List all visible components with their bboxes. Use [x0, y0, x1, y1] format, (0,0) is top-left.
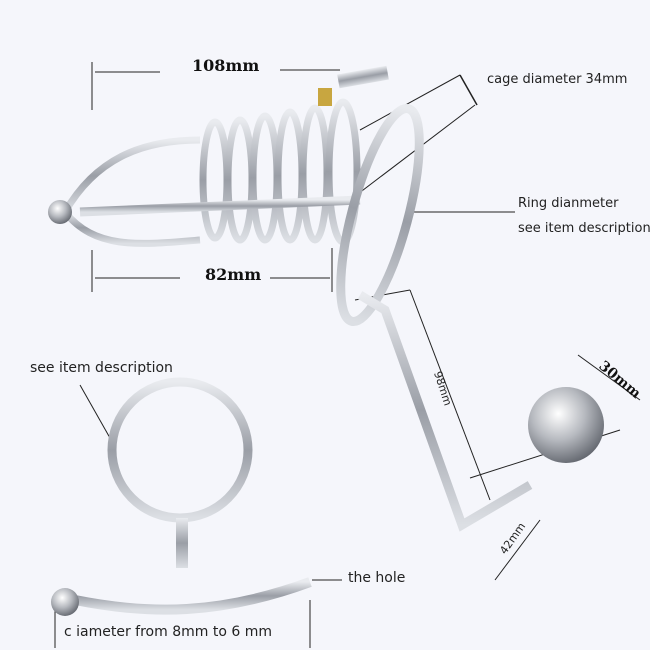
- tube-diameter-label: c iameter from 8mm to 6 mm: [64, 624, 272, 640]
- lock-icon: [318, 88, 332, 106]
- cage-end-ball: [48, 200, 72, 224]
- ring-diameter-note: see item description: [518, 221, 650, 236]
- urethral-tube: [74, 577, 312, 615]
- ring-stud: [176, 518, 188, 568]
- cage-diameter-label: cage diameter 34mm: [487, 72, 628, 87]
- hole-label: the hole: [348, 570, 406, 586]
- tube-end-ball: [51, 588, 79, 616]
- ring-diameter-label: Ring dianmeter: [518, 196, 619, 211]
- ring-note-label: see item description: [30, 360, 173, 376]
- anal-ball: [528, 387, 604, 463]
- lock-housing: [337, 65, 389, 89]
- cage: [61, 98, 533, 532]
- cage-length-label: 108mm: [192, 56, 260, 75]
- cage-inner-length-label: 82mm: [205, 265, 262, 284]
- ring: [107, 377, 253, 523]
